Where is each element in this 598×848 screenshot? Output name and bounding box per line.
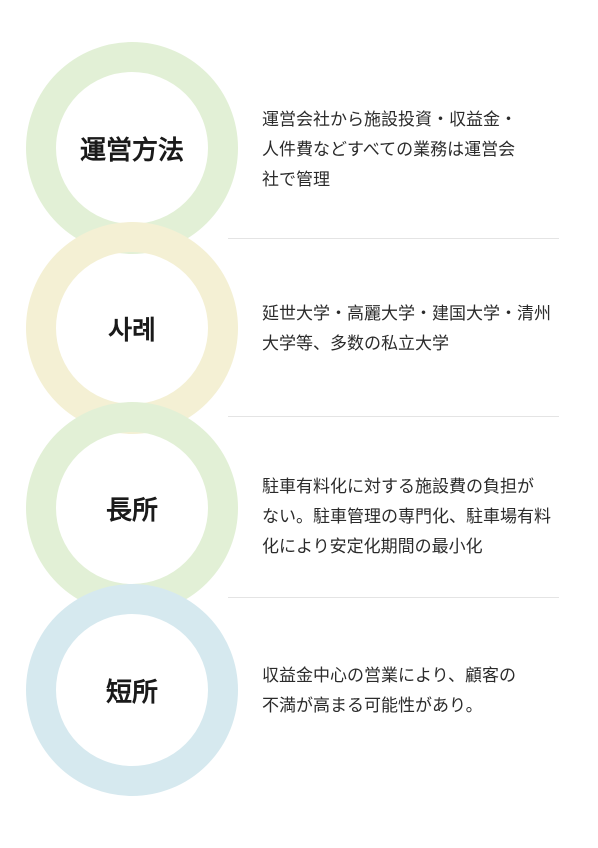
description-line: 駐車有料化に対する施設費の負担が: [262, 477, 534, 497]
row-divider-2: [228, 416, 559, 417]
row-divider-1: [228, 238, 559, 239]
description-operation-method: 運営会社から施設投資・収益金・ 人件費などすべての業務は運営会 社で管理: [262, 105, 562, 195]
ring-title-examples: 사례: [108, 315, 156, 346]
ring-advantages: 長所: [26, 402, 238, 614]
description-disadvantages: 収益金中心の営業により、顧客の 不満が高まる可能性があり。: [262, 661, 562, 721]
row-divider-3: [228, 597, 559, 598]
description-line: 運営会社から施設投資・収益金・: [262, 110, 517, 130]
description-line: ない。駐車管理の専門化、駐車場有料: [262, 507, 551, 527]
ring-disadvantages: 短所: [26, 584, 238, 796]
description-line: 収益金中心の営業により、顧客の: [262, 666, 516, 686]
description-advantages: 駐車有料化に対する施設費の負担が ない。駐車管理の専門化、駐車場有料 化により安…: [262, 472, 562, 562]
description-line: 大学等、多数の私立大学: [262, 334, 449, 354]
description-line: 化により安定化期間の最小化: [262, 537, 483, 557]
description-line: 社で管理: [262, 170, 330, 190]
description-line: 人件費などすべての業務は運営会: [262, 140, 516, 160]
ring-title-advantages: 長所: [105, 495, 158, 526]
description-line: 延世大学・高麗大学・建国大学・清州: [262, 304, 551, 324]
ring-title-disadvantages: 短所: [105, 677, 158, 708]
description-examples: 延世大学・高麗大学・建国大学・清州 大学等、多数の私立大学: [262, 299, 562, 359]
description-line: 不満が高まる可能性があり。: [262, 696, 483, 716]
ring-title-operation-method: 運営方法: [79, 135, 184, 166]
